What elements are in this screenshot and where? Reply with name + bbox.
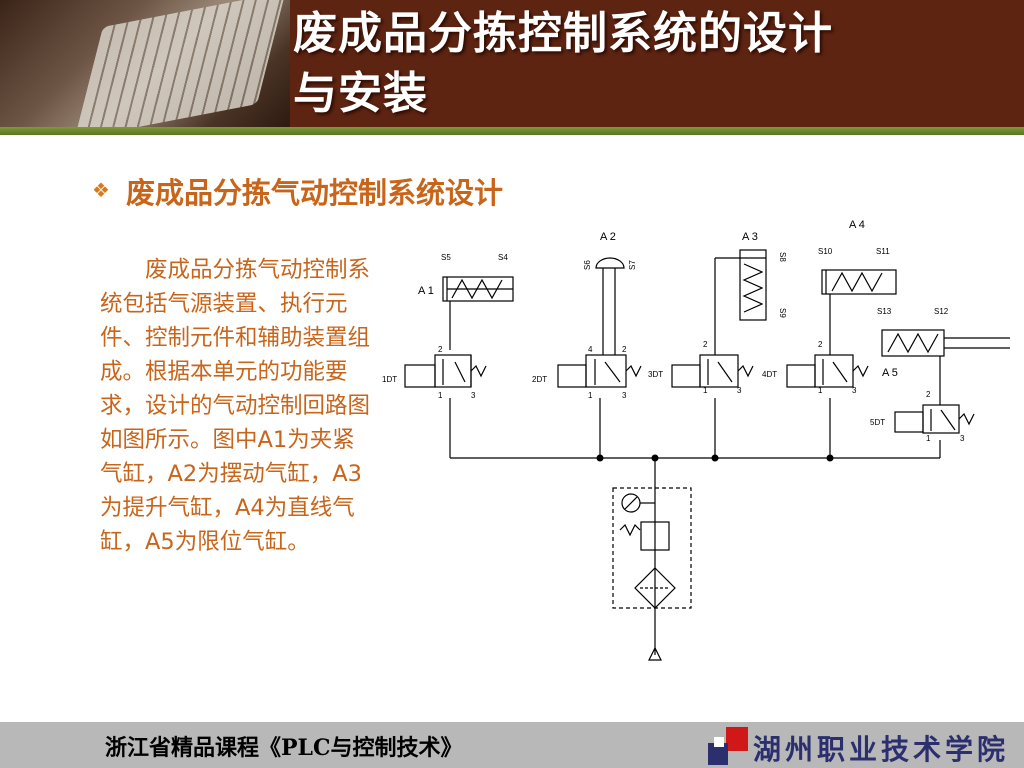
school-name: 湖州职业技术学院 [753, 733, 1010, 766]
sensor-s9-label: S9 [778, 308, 787, 318]
solenoid-4dt-label: 4DT [762, 370, 777, 379]
port-label: 3 [622, 391, 627, 400]
port-label: 1 [818, 386, 823, 395]
school-logo-icon [708, 725, 750, 765]
port-label: 4 [588, 345, 593, 354]
pneumatic-circuit-diagram: A 1 A 2 A 3 A 4 A 5 S5 S4 S6 S7 S8 S9 S1… [382, 219, 1010, 661]
sensor-s13-label: S13 [877, 307, 892, 316]
sensor-s4-label: S4 [498, 253, 508, 262]
port-label: 3 [471, 391, 476, 400]
sensor-s5-label: S5 [441, 253, 451, 262]
port-label: 2 [622, 345, 627, 354]
keyboard-keys [74, 0, 286, 127]
cylinder-a2-label: A 2 [600, 231, 616, 243]
solenoid-3dt-label: 3DT [648, 370, 663, 379]
description-text: 废成品分拣气动控制系统包括气源装置、执行元件、控制元件和辅助装置组成。根据本单元… [100, 257, 371, 555]
course-name: 浙江省精品课程《PLC与控制技术》 [105, 735, 463, 761]
solenoid-1dt-label: 1DT [382, 375, 397, 384]
port-label: 1 [926, 434, 931, 443]
solenoid-5dt-label: 5DT [870, 418, 885, 427]
header-banner: 废成品分拣控制系统的设计 与安装 [0, 0, 1024, 127]
port-label: 2 [818, 340, 823, 349]
port-label: 1 [438, 391, 443, 400]
sensor-s8-label: S8 [778, 252, 787, 262]
sensor-s12-label: S12 [934, 307, 949, 316]
port-label: 3 [737, 386, 742, 395]
slide-title-line2: 与安装 [293, 68, 428, 119]
port-label: 2 [926, 390, 931, 399]
keyboard-photo [0, 0, 290, 127]
cylinder-a3-label: A 3 [742, 231, 758, 243]
section-subtitle: 废成品分拣气动控制系统设计 [126, 176, 504, 210]
solenoid-2dt-label: 2DT [532, 375, 547, 384]
sensor-s11-label: S11 [876, 247, 890, 256]
cylinder-a4-label: A 4 [849, 219, 865, 231]
port-label: 3 [852, 386, 857, 395]
cylinder-a5-label: A 5 [882, 367, 898, 379]
accent-bar [0, 127, 1024, 135]
port-label: 2 [703, 340, 708, 349]
footer-bar: 浙江省精品课程《PLC与控制技术》 湖州职业技术学院 [0, 722, 1024, 768]
sensor-s10-label: S10 [818, 247, 833, 256]
port-label: 1 [588, 391, 593, 400]
sensor-s6-label: S6 [583, 260, 592, 270]
cylinder-a1-label: A 1 [418, 285, 434, 297]
port-label: 3 [960, 434, 965, 443]
slide-title-line1: 废成品分拣控制系统的设计 [293, 8, 833, 59]
port-label: 1 [703, 386, 708, 395]
port-label: 2 [438, 345, 443, 354]
sensor-s7-label: S7 [628, 260, 637, 270]
bullet-icon: ❖ [92, 178, 110, 202]
slide-title: 废成品分拣控制系统的设计 与安装 [293, 4, 1013, 124]
